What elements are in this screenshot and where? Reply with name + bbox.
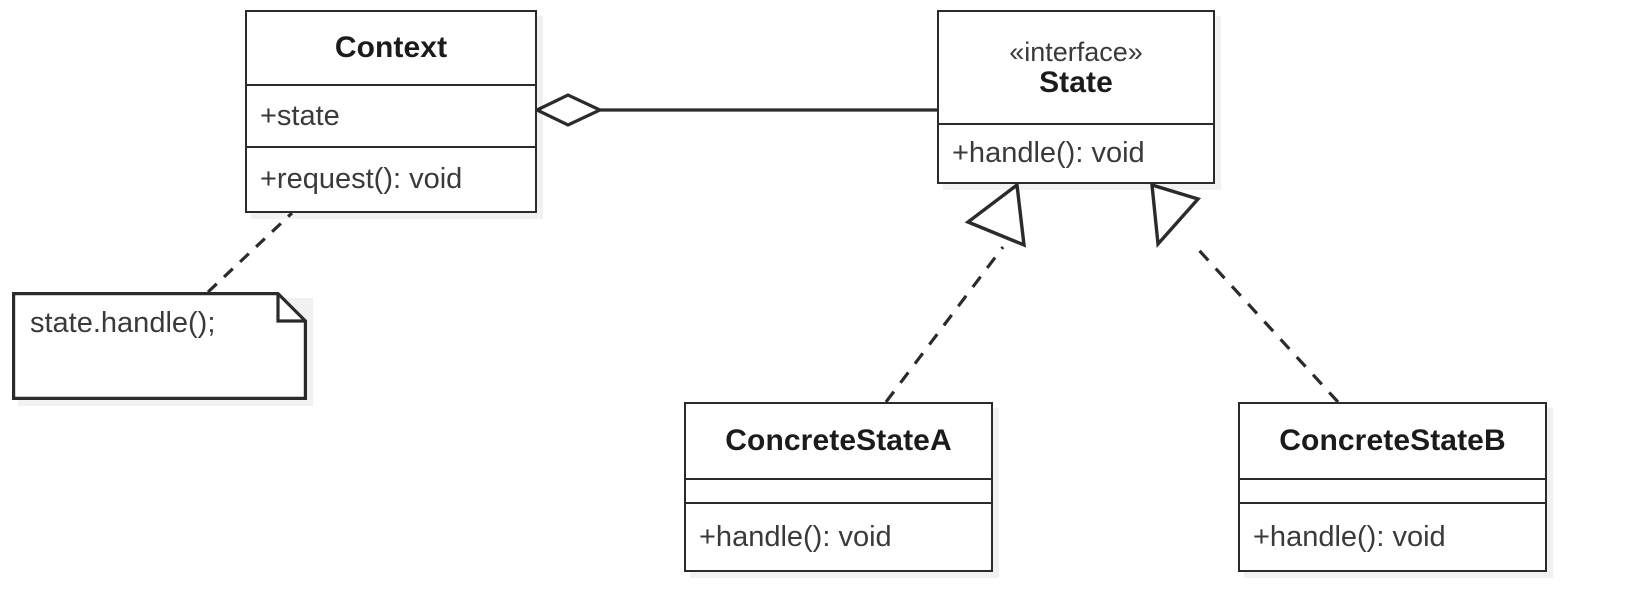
realization-line-a [884, 246, 1005, 403]
state-class-name: State [1039, 65, 1113, 99]
context-method-request: +request(): void [260, 163, 463, 196]
state-methods-compartment: +handle(): void [939, 123, 1213, 182]
class-box-state[interactable]: «interface» State +handle(): void [937, 10, 1215, 184]
concretestatea-method-handle: +handle(): void [699, 520, 892, 553]
hollow-triangle-marker-b [1150, 182, 1202, 249]
concretestatea-title-compartment: ConcreteStateA [686, 404, 991, 478]
context-title-compartment: Context [247, 12, 535, 84]
concretestateb-class-name: ConcreteStateB [1279, 424, 1506, 458]
edge-aggregation-context-state [533, 93, 937, 127]
realization-line-b [1194, 245, 1340, 404]
class-box-concretestatea[interactable]: ConcreteStateA +handle(): void [684, 402, 993, 572]
concretestateb-title-compartment: ConcreteStateB [1240, 404, 1545, 478]
context-methods-compartment: +request(): void [247, 146, 535, 211]
hollow-triangle-marker-a [964, 181, 1027, 248]
note-outline [12, 292, 307, 400]
note-anchor-line [206, 211, 294, 294]
concretestateb-method-handle: +handle(): void [1253, 520, 1446, 553]
note-shape [12, 292, 307, 400]
context-attribute-state: +state [260, 99, 340, 132]
note-text: state.handle(); [30, 307, 216, 339]
edge-realization-concretestatea-state [884, 181, 1027, 403]
concretestatea-attributes-compartment [686, 478, 991, 502]
concretestateb-attributes-compartment [1240, 478, 1545, 502]
hollow-diamond-marker [533, 93, 604, 127]
context-attributes-compartment: +state [247, 84, 535, 146]
concretestateb-methods-compartment: +handle(): void [1240, 502, 1545, 570]
edge-note-anchor [206, 211, 294, 294]
class-box-context[interactable]: Context +state +request(): void [245, 10, 537, 213]
concretestatea-methods-compartment: +handle(): void [686, 502, 991, 570]
context-class-name: Context [334, 31, 448, 65]
state-stereotype: «interface» [1009, 36, 1143, 67]
state-method-handle: +handle(): void [952, 137, 1145, 170]
state-title-compartment: «interface» State [939, 12, 1213, 123]
note-box[interactable]: state.handle(); [12, 292, 313, 406]
concretestatea-class-name: ConcreteStateA [725, 424, 952, 458]
class-box-concretestateb[interactable]: ConcreteStateB +handle(): void [1238, 402, 1547, 572]
edge-realization-concretestateb-state [1150, 182, 1340, 404]
note-folded-corner-icon [276, 293, 306, 323]
